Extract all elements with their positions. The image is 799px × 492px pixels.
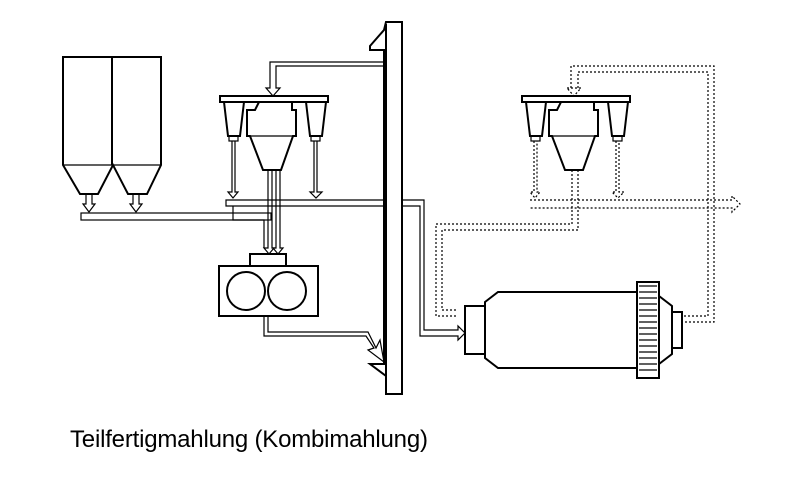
roller-press bbox=[218, 253, 385, 364]
diagram-caption: Teilfertigmahlung (Kombimahlung) bbox=[70, 426, 428, 453]
separator-group-right bbox=[435, 65, 741, 323]
ball-mill bbox=[464, 281, 683, 379]
bucket-elevator bbox=[367, 21, 403, 395]
feed-silos bbox=[62, 56, 162, 213]
silo-conveyor bbox=[80, 212, 272, 221]
separator-group-left bbox=[219, 49, 387, 255]
fines-conveyor bbox=[225, 199, 466, 342]
